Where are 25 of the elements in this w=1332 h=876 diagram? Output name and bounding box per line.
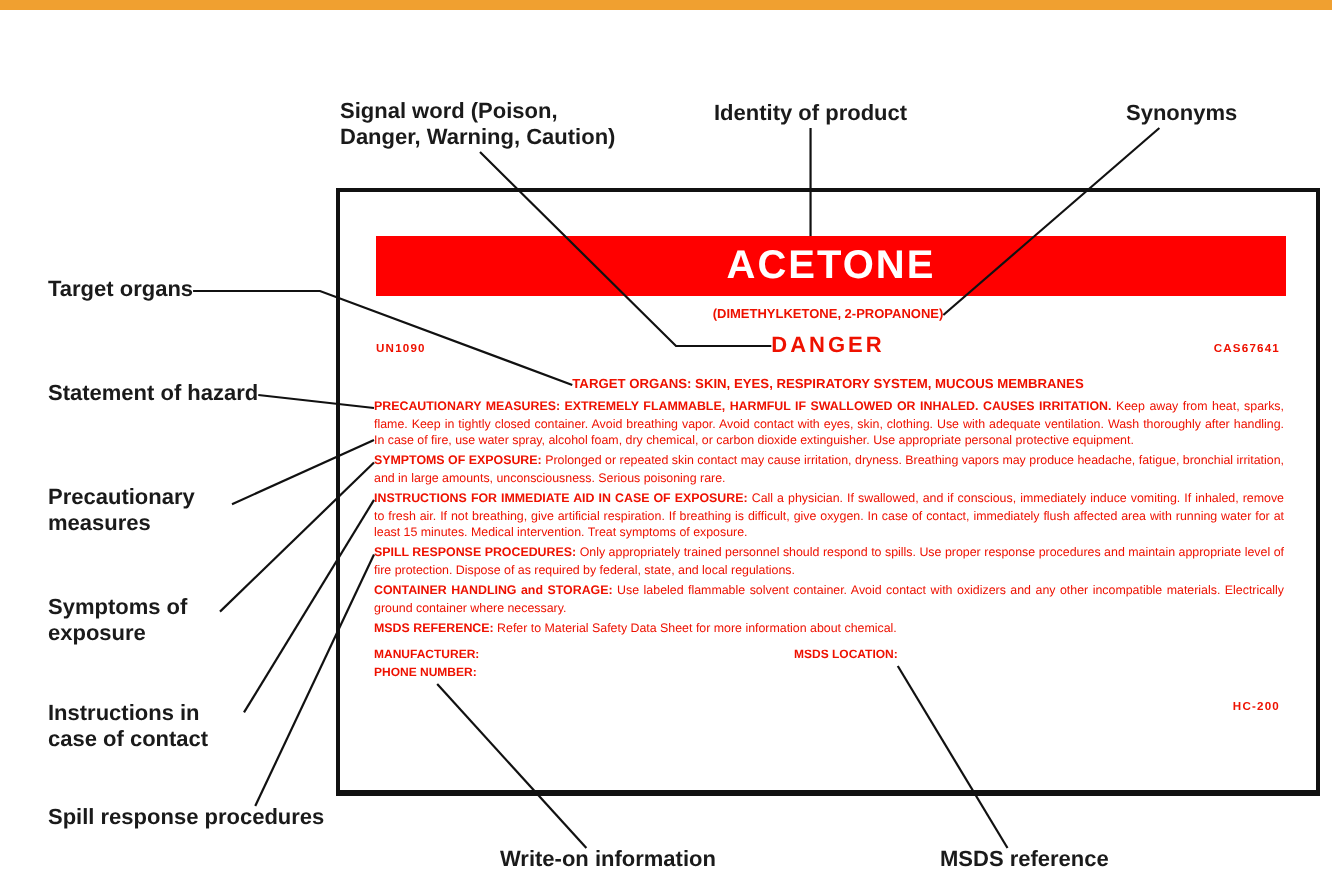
callout-text: Instructions in case of contact [48, 702, 244, 754]
leader-line [479, 151, 772, 348]
leader-line [258, 393, 375, 410]
callout-text: Synonyms [1126, 102, 1238, 128]
leader-line [231, 439, 375, 506]
callout-text: Signal word (Poison, Danger, Warning, Caution) [340, 100, 620, 152]
leader-line [436, 683, 588, 849]
leader-line [254, 554, 375, 807]
leader-line [193, 289, 573, 387]
product-name-banner: ACETONE [376, 236, 1286, 296]
leader-line [942, 127, 1161, 316]
callout-text: Identity of product [714, 102, 908, 128]
leader-line [219, 461, 375, 613]
callout-text: Symptoms of exposure [48, 596, 220, 648]
callout-text: Write-on information [500, 848, 716, 874]
callout-text: Precautionary measures [48, 486, 232, 538]
callout-text: Target organs [48, 278, 194, 304]
signal-word: DANGER [771, 334, 885, 358]
callout-text: MSDS reference [940, 848, 1109, 874]
leader-line [896, 665, 1009, 849]
leader-line [243, 499, 375, 713]
callout-text: Statement of hazard [48, 382, 259, 408]
callout-text: Spill response procedures [48, 806, 325, 832]
hazard-label-card [336, 188, 1320, 796]
leader-line [809, 128, 812, 236]
